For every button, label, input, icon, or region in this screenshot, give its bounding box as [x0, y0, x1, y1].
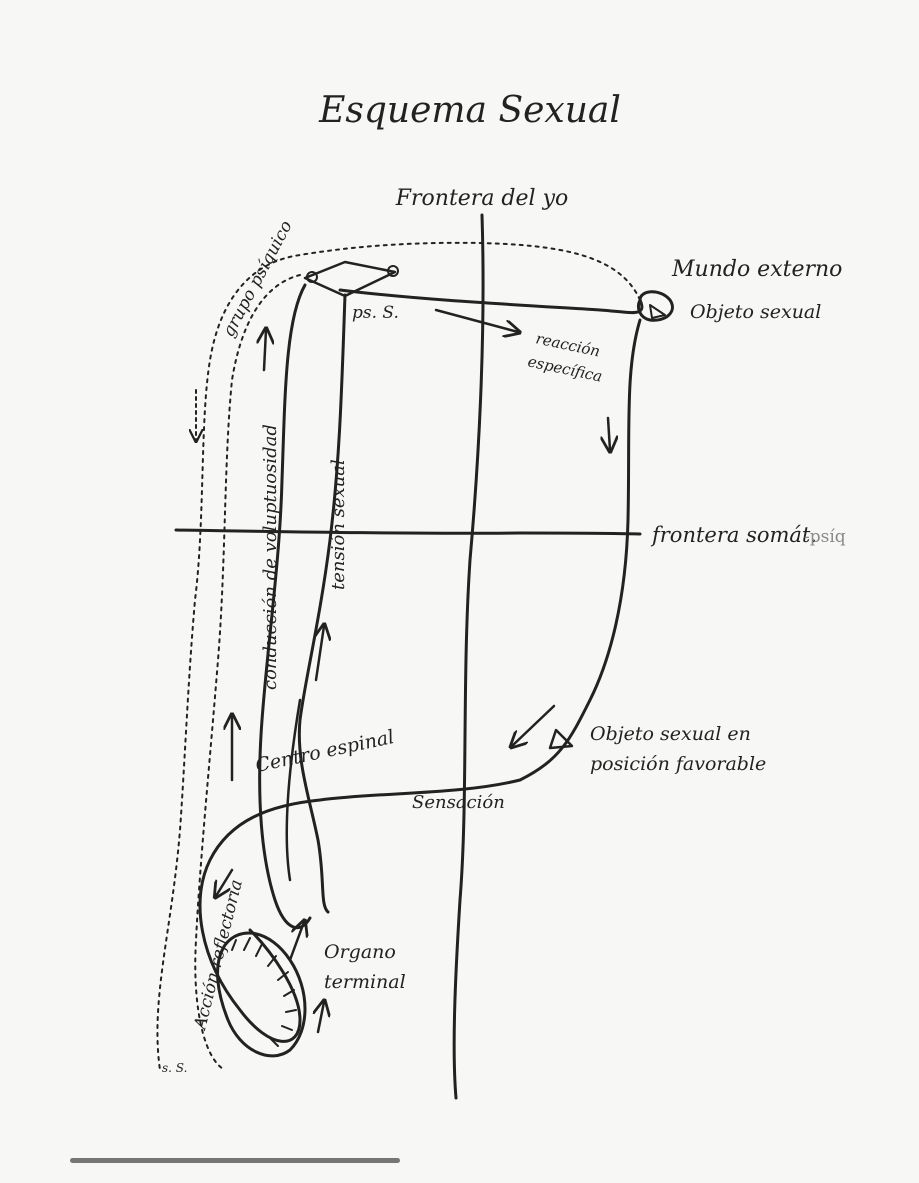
sexual-tension-label: tensión sexual	[328, 459, 349, 590]
tension-line	[299, 295, 345, 912]
psychic-group-label: grupo psíquico	[219, 217, 297, 340]
sexual-object-circle	[638, 292, 672, 321]
up-arrow-tension	[316, 626, 324, 680]
favorable-object-label-2: posición favorable	[590, 753, 766, 775]
down-arrow-right	[608, 418, 610, 450]
somatic-psychic-boundary-label: frontera somát.	[650, 523, 817, 547]
favorable-object-label-1: Objeto sexual en	[590, 723, 751, 745]
s-s-label: s. S.	[162, 1061, 187, 1075]
somatic-psychic-boundary-line	[176, 530, 640, 534]
favorable-object-arrow	[512, 706, 554, 746]
ego-boundary-label: Frontera del yo	[395, 186, 569, 211]
ego-boundary-line	[454, 215, 483, 1098]
spinal-center-label: Centro espinal	[253, 726, 396, 777]
terminal-organ-label-1: Organo	[324, 941, 396, 963]
specific-reaction-arrow	[436, 310, 518, 332]
somatic-psychic-boundary-label-suffix: -psíq	[804, 527, 846, 547]
sensation-label: Sensación	[412, 792, 505, 813]
external-world-label: Mundo externo	[671, 257, 842, 282]
sexual-object-label: Objeto sexual	[690, 301, 821, 323]
terminal-organ-label-2: terminal	[324, 971, 406, 993]
diagram-title: Esquema Sexual	[318, 90, 621, 131]
up-arrow-terminal	[318, 1002, 324, 1032]
voluptuousness-conduction-label: conducción de voluptuosidad	[260, 424, 281, 690]
up-arrow-conduction	[264, 330, 266, 370]
sexual-object-triangle	[650, 305, 665, 318]
ps-s-label: ps. S.	[352, 303, 399, 323]
